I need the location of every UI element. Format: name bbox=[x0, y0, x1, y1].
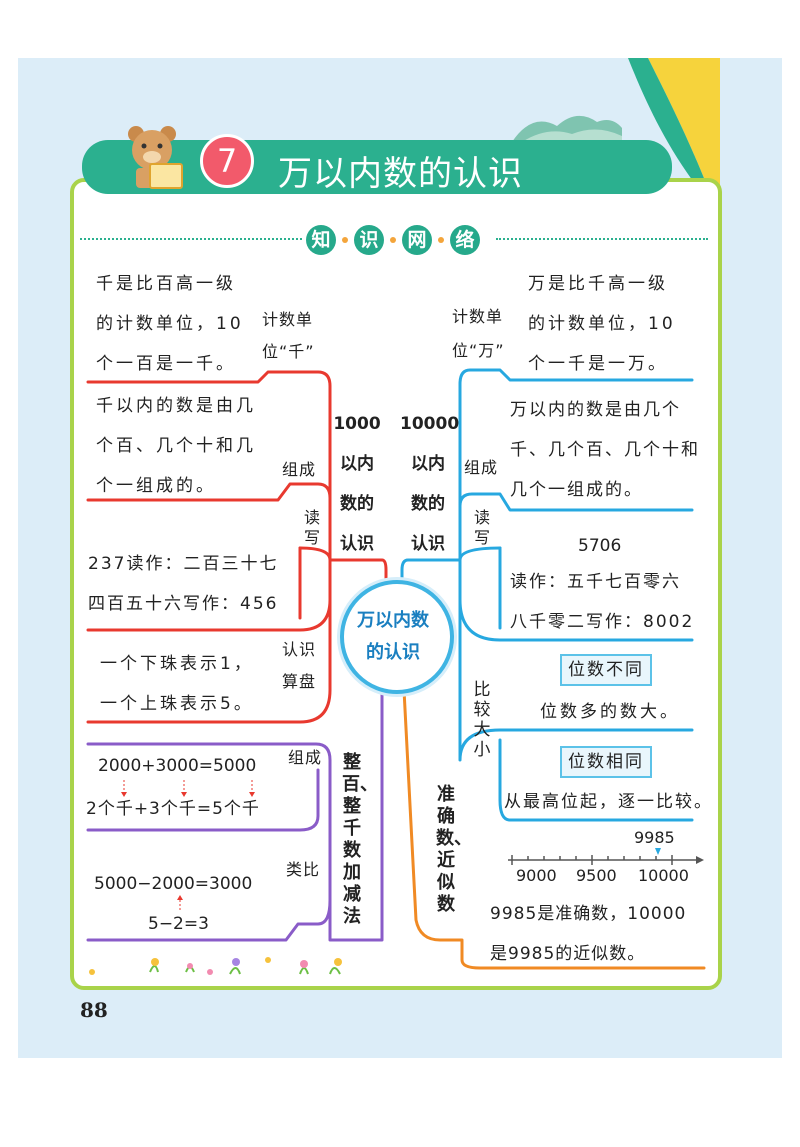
right-compare-label: 比较大小 bbox=[473, 680, 491, 760]
section-char: 络 bbox=[450, 225, 480, 255]
left-abacus-text: 一个下珠表示1，一个上珠表示5。 bbox=[100, 654, 254, 714]
hill-illustration bbox=[512, 115, 622, 142]
bottom-left-branch-title: 整百、整千数加减法 bbox=[342, 752, 378, 927]
chapter-number-badge: 7 bbox=[200, 134, 254, 188]
center-node bbox=[340, 580, 454, 694]
bottom-left-compose-eq1: 2000+3000=5000 bbox=[98, 756, 257, 776]
section-dot bbox=[342, 237, 348, 243]
center-node-label: 万以内数 的认识 bbox=[357, 610, 429, 663]
left-compose-text: 千以内的数是由几个百、几个十和几个一组成的。 bbox=[96, 396, 256, 496]
flower-decoration bbox=[89, 957, 342, 975]
section-char: 网 bbox=[402, 225, 432, 255]
dotted-divider-right bbox=[496, 238, 708, 240]
digits-differ-box: 位数不同 bbox=[560, 654, 652, 686]
dotted-divider-left bbox=[80, 238, 302, 240]
number-line-tick-9000: 9000 bbox=[516, 866, 557, 885]
bottom-left-analogy-label: 类比 bbox=[286, 860, 321, 879]
decorative-band bbox=[628, 58, 720, 188]
bottom-left-analogy-eq2: 5−2=3 bbox=[148, 914, 209, 934]
chapter-title: 万以内数的认识 bbox=[278, 154, 523, 194]
left-readwrite-text: 237读作：二百三十七四百五十六写作：456 bbox=[88, 554, 279, 614]
right-compose-label: 组成 bbox=[464, 458, 499, 477]
left-unit-label: 计数单位“千” bbox=[262, 310, 315, 361]
section-dot bbox=[438, 237, 444, 243]
section-char: 识 bbox=[354, 225, 384, 255]
section-dot bbox=[390, 237, 396, 243]
left-readwrite-label: 读写 bbox=[304, 508, 322, 547]
number-line-tick-9500: 9500 bbox=[576, 866, 617, 885]
page-number: 88 bbox=[80, 998, 108, 1022]
digits-same-text: 从最高位起，逐一比较。 bbox=[504, 792, 713, 812]
right-readwrite-number: 5706 bbox=[578, 536, 622, 556]
right-unit-label: 计数单位“万” bbox=[452, 307, 505, 360]
digits-differ-text: 位数多的数大。 bbox=[540, 702, 680, 722]
bear-reading-icon bbox=[128, 126, 183, 189]
bottom-left-compose-label: 组成 bbox=[288, 748, 323, 767]
number-line-tick-10000: 10000 bbox=[638, 866, 689, 885]
bottom-left-analogy-eq1: 5000−2000=3000 bbox=[94, 874, 253, 894]
right-readwrite-label: 读写 bbox=[474, 508, 492, 547]
left-compose-label: 组成 bbox=[282, 460, 317, 479]
left-abacus-label: 认识算盘 bbox=[282, 640, 317, 691]
number-line-marker-label: 9985 bbox=[634, 828, 675, 847]
right-readwrite-text: 读作：五千七百零六八千零二写作：8002 bbox=[510, 572, 695, 632]
bottom-left-compose-eq2: 2个千+3个千=5个千 bbox=[86, 799, 260, 819]
section-title: 知 识 网 络 bbox=[306, 225, 492, 255]
bottom-right-branch-title: 准确数、近似数 bbox=[436, 784, 472, 915]
digits-same-box: 位数相同 bbox=[560, 746, 652, 778]
right-compose-text: 万以内的数是由几个千、几个百、几个十和几个一组成的。 bbox=[510, 400, 700, 500]
section-char: 知 bbox=[306, 225, 336, 255]
